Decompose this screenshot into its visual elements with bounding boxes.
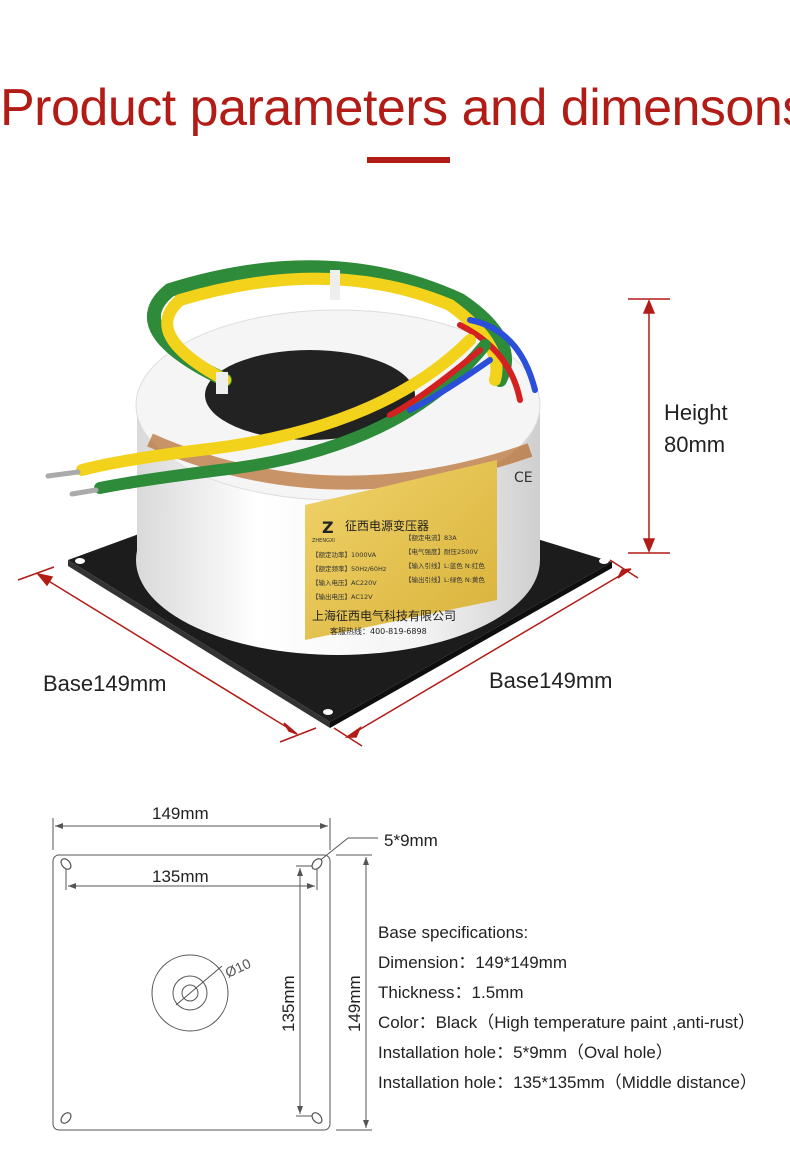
- center-ring-inner: [172, 975, 208, 1011]
- nameplate-company: 上海征西电气科技有限公司: [312, 608, 456, 623]
- base-hole: [75, 558, 85, 564]
- dim-height-inner: 135mm: [279, 975, 298, 1032]
- spec-line: Installation hole：135*135mm（Middle dista…: [378, 1073, 757, 1092]
- center-hole-label: Ø10: [223, 955, 254, 981]
- center-ring: [151, 954, 229, 1032]
- height-arrow: [628, 298, 670, 554]
- nameplate-row: 【输出电压】AC12V: [312, 592, 373, 601]
- nameplate-row: 【额定电流】83A: [405, 533, 457, 542]
- height-value: 80mm: [664, 432, 726, 457]
- spec-line: Color：Black（High temperature paint ,anti…: [378, 1013, 755, 1032]
- dim-height-outer: 149mm: [345, 975, 364, 1032]
- height-label: Height: [664, 400, 728, 425]
- nameplate-row: 【输入电压】AC220V: [312, 578, 377, 587]
- mounting-hole: [60, 858, 72, 870]
- dim-width-outer: 149mm: [152, 804, 209, 823]
- center-hole: [181, 984, 199, 1002]
- base-spec-list: Base specifications: Dimension：149*149mm…: [378, 918, 757, 1098]
- base-drawing: 149mm 135mm 5*9mm 135mm 149mm Ø10: [52, 804, 438, 1131]
- title-underline: [367, 157, 450, 163]
- spec-line: Dimension：149*149mm: [378, 953, 567, 972]
- mounting-hole: [311, 1112, 323, 1124]
- dim-arrowheads: [55, 823, 369, 1128]
- spec-heading: Base specifications:: [378, 923, 529, 942]
- base-outline: [52, 854, 331, 1131]
- cable-tie: [330, 270, 340, 300]
- page-title: Product parameters and dimensons: [0, 79, 790, 137]
- nameplate-brand: ZHENGXI: [312, 538, 335, 544]
- ce-mark: CE: [514, 470, 533, 486]
- base-label-left: Base149mm: [43, 671, 167, 696]
- nameplate-title: 征西电源变压器: [345, 518, 429, 533]
- hole-size-label: 5*9mm: [384, 831, 438, 850]
- transformer-photo: Z 征西电源变压器 ZHENGXI 【额定功率】1000VA 【额定频率】50H…: [17, 260, 670, 747]
- spec-line: Thickness：1.5mm: [378, 983, 524, 1002]
- nameplate-row: 【输出引线】L:绿色 N:黄色: [405, 575, 485, 584]
- spec-line: Installation hole：5*9mm（Oval hole）: [378, 1043, 673, 1062]
- nameplate-row: 【输入引线】L:蓝色 N:红色: [405, 561, 485, 570]
- nameplate-row: 【额定功率】1000VA: [312, 550, 377, 559]
- base-arrow-left: [17, 566, 317, 743]
- cable-tie: [216, 372, 228, 394]
- base-label-right: Base149mm: [489, 668, 613, 693]
- nameplate: Z 征西电源变压器 ZHENGXI 【额定功率】1000VA 【额定频率】50H…: [305, 460, 533, 640]
- base-hole: [599, 558, 609, 564]
- nameplate-logo: Z: [322, 518, 334, 537]
- base-arrow-right: [333, 559, 639, 747]
- dim-width-inner: 135mm: [152, 867, 209, 886]
- lead-wires: [45, 260, 538, 497]
- nameplate-row: 【额定频率】50Hz/60Hz: [312, 564, 387, 573]
- base-hole: [323, 709, 333, 715]
- nameplate-hotline: 客服热线：400-819-6898: [330, 626, 427, 636]
- nameplate-row: 【电气强度】耐压2500V: [405, 547, 479, 556]
- mounting-hole: [60, 1112, 72, 1124]
- mounting-hole: [311, 858, 323, 870]
